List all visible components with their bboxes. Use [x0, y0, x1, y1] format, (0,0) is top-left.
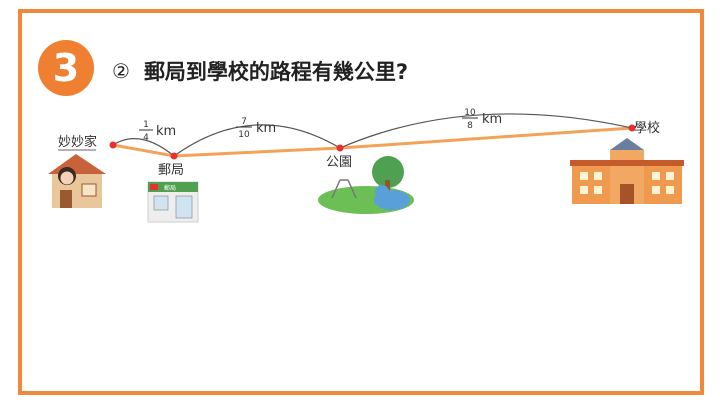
label-school: 學校 [634, 120, 660, 136]
problem-number: 3 [52, 46, 80, 90]
fraction-numerator: 1 [143, 120, 149, 130]
problem-number-badge: 3 [38, 40, 94, 96]
question-text: 郵局到學校的路程有幾公里? [143, 60, 409, 84]
fraction-numerator: 7 [241, 117, 247, 127]
route-line [112, 126, 633, 158]
unit-label: km [256, 121, 276, 136]
label-post-office: 郵局 [158, 163, 184, 178]
fraction-denominator: 4 [143, 133, 149, 143]
segment-label-2: 7 10 km [236, 117, 276, 140]
school-illustration [570, 138, 684, 204]
fraction-denominator: 10 [238, 130, 250, 140]
point-home [109, 141, 117, 149]
arc-park-school [339, 113, 633, 149]
arc-post-park [173, 124, 341, 157]
fraction-denominator: 8 [467, 121, 473, 131]
point-post-office [170, 152, 178, 160]
unit-label: km [156, 124, 176, 139]
fraction-numerator: 10 [464, 108, 476, 118]
park-illustration [318, 156, 414, 214]
point-park [336, 144, 344, 152]
question-line: ② 郵局到學校的路程有幾公里? [112, 56, 408, 86]
question-marker: ② [112, 59, 130, 83]
post-office-sign: 郵局 [164, 184, 176, 192]
label-park: 公園 [326, 155, 352, 170]
arc-home-post [112, 138, 175, 157]
label-home: 妙妙家 [58, 134, 97, 150]
unit-label: km [482, 112, 502, 127]
post-office-illustration: 郵局 [147, 181, 199, 223]
house-illustration [48, 154, 106, 208]
segment-label-1: 1 4 km [139, 120, 176, 143]
segment-label-3: 10 8 km [462, 108, 502, 131]
point-school [628, 124, 636, 132]
